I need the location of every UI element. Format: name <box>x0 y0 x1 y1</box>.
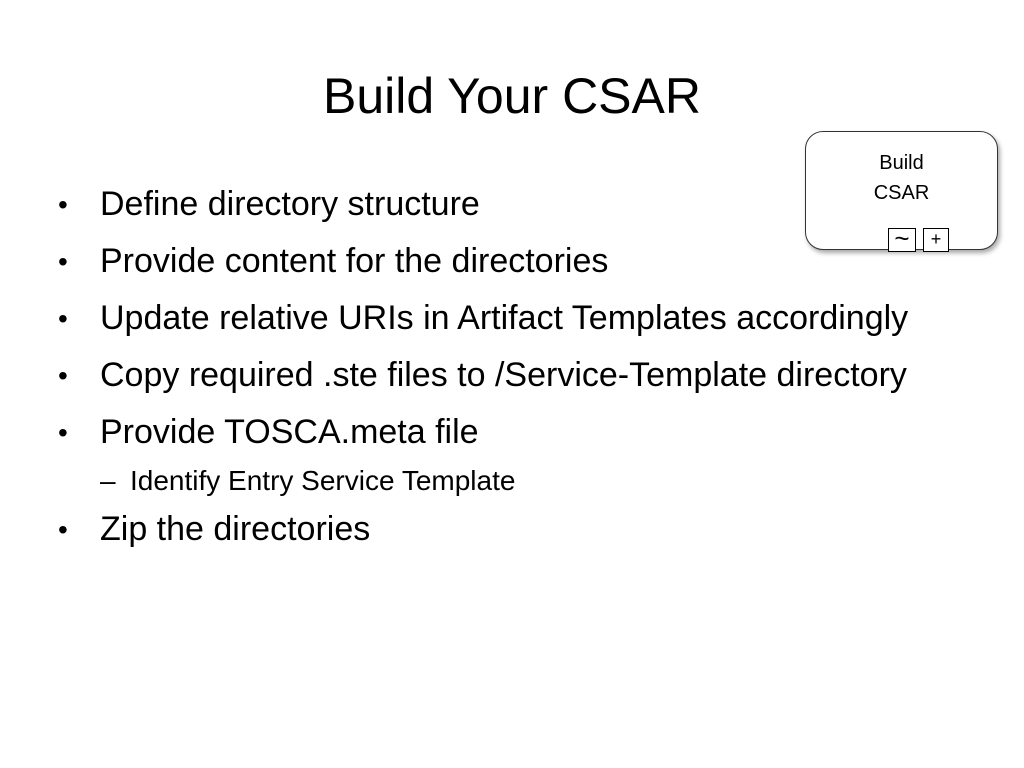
bullet-marker: • <box>58 417 68 448</box>
sub-bullet-item: – Identify Entry Service Template <box>100 463 918 499</box>
bullet-list: • Define directory structure • Provide c… <box>58 182 918 564</box>
bullet-item: • Update relative URIs in Artifact Templ… <box>58 296 918 341</box>
bullet-text: Define directory structure <box>100 185 480 223</box>
sub-list-container: – Identify Entry Service Template <box>58 463 918 499</box>
expand-marker-icon: + <box>923 228 949 252</box>
sub-bullet-text: Identify Entry Service Template <box>130 465 516 496</box>
bullet-item: • Define directory structure <box>58 182 918 227</box>
bullet-marker: • <box>58 189 68 220</box>
sub-bullet-list: – Identify Entry Service Template <box>58 463 918 499</box>
bullet-item: • Zip the directories <box>58 507 918 552</box>
build-csar-task-box: Build CSAR ~ + <box>805 131 998 252</box>
bullet-text: Zip the directories <box>100 510 371 548</box>
bullet-item: • Provide TOSCA.meta file <box>58 410 918 455</box>
bullet-marker: • <box>58 514 68 545</box>
bullet-item: • Copy required .ste files to /Service-T… <box>58 353 918 398</box>
loop-marker-icon: ~ <box>888 225 916 252</box>
bullet-marker: • <box>58 246 68 277</box>
bullet-text: Provide TOSCA.meta file <box>100 413 479 451</box>
bullet-marker: • <box>58 303 68 334</box>
slide-title: Build Your CSAR <box>322 68 701 124</box>
task-label: Build CSAR <box>873 152 930 204</box>
bullet-text: Copy required .ste files to /Service-Tem… <box>100 356 907 394</box>
bullet-text: Update relative URIs in Artifact Templat… <box>100 299 909 337</box>
bullet-text: Provide content for the directories <box>100 242 609 280</box>
bullet-item: • Provide content for the directories <box>58 239 918 284</box>
sub-bullet-marker: – <box>100 465 116 496</box>
bullet-marker: • <box>58 360 68 391</box>
